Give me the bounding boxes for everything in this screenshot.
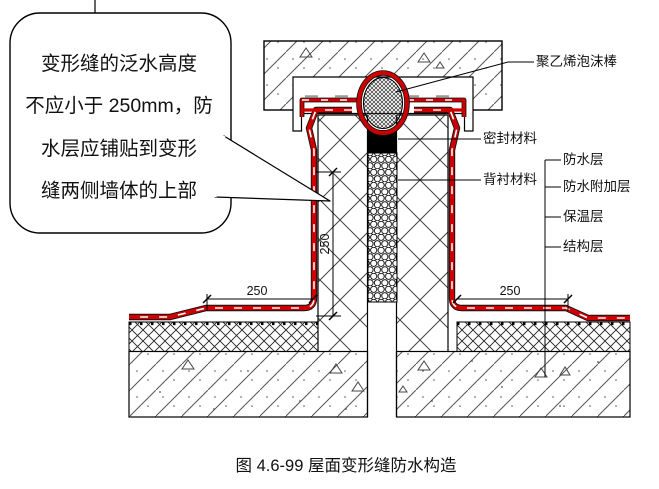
dimensions — [202, 167, 573, 321]
concrete-triangle-symbol — [299, 47, 313, 58]
dim-right-overlap: 250 — [500, 284, 521, 298]
foam-rod-section — [362, 76, 404, 130]
structural-slabs — [128, 350, 631, 418]
joint-walls — [317, 114, 449, 417]
callout-bubble: 变形缝的泛水高度 不应小于 250mm，防 水层应铺贴到变形 缝两侧墙体的上部 — [9, 12, 331, 234]
insulation-layers — [128, 321, 631, 352]
concrete-triangle-symbol — [417, 52, 431, 63]
label-waterproof-layer: 防水层 — [563, 152, 604, 167]
right-wall — [396, 115, 448, 352]
waterproof-membrane — [129, 95, 630, 322]
concrete-triangle-symbol — [435, 61, 445, 69]
dim-flashing-height: 250 — [318, 234, 332, 255]
layer-bracket-leader — [544, 159, 561, 377]
joint-fill — [367, 130, 398, 303]
sealant-block — [368, 130, 397, 153]
dim-left-overlap: 250 — [247, 284, 268, 298]
foam-rod — [356, 70, 410, 136]
membrane-rod-wrap — [357, 71, 409, 135]
label-sealant: 密封材料 — [483, 130, 537, 146]
callout-text-line2: 不应小于 250mm，防 — [25, 95, 212, 117]
callout-text-line3: 水层应铺贴到变形 — [41, 138, 197, 160]
concrete-dots — [159, 360, 599, 410]
backing-material-column — [367, 152, 398, 303]
callout-text-line4: 缝两侧墙体的上部 — [41, 180, 197, 202]
label-insulation-layer: 保温层 — [563, 209, 604, 224]
leader-foam-rod — [395, 61, 534, 93]
label-structural-layer: 结构层 — [563, 239, 604, 254]
label-foam-rod: 聚乙烯泡沫棒 — [536, 54, 617, 69]
label-waterproof-additional-layer: 防水附加层 — [563, 179, 631, 194]
figure-caption: 图 4.6-99 屋面变形缝防水构造 — [236, 456, 457, 475]
label-backing: 背衬材料 — [483, 172, 537, 187]
labels: 聚乙烯泡沫棒 密封材料 背衬材料 防水层 防水附加层 保温层 结构层 — [395, 54, 631, 377]
callout-text-line1: 变形缝的泛水高度 — [41, 53, 197, 75]
concrete-triangle-symbol — [181, 359, 365, 392]
concrete-triangle-symbol — [398, 360, 571, 393]
left-wall — [318, 115, 368, 352]
